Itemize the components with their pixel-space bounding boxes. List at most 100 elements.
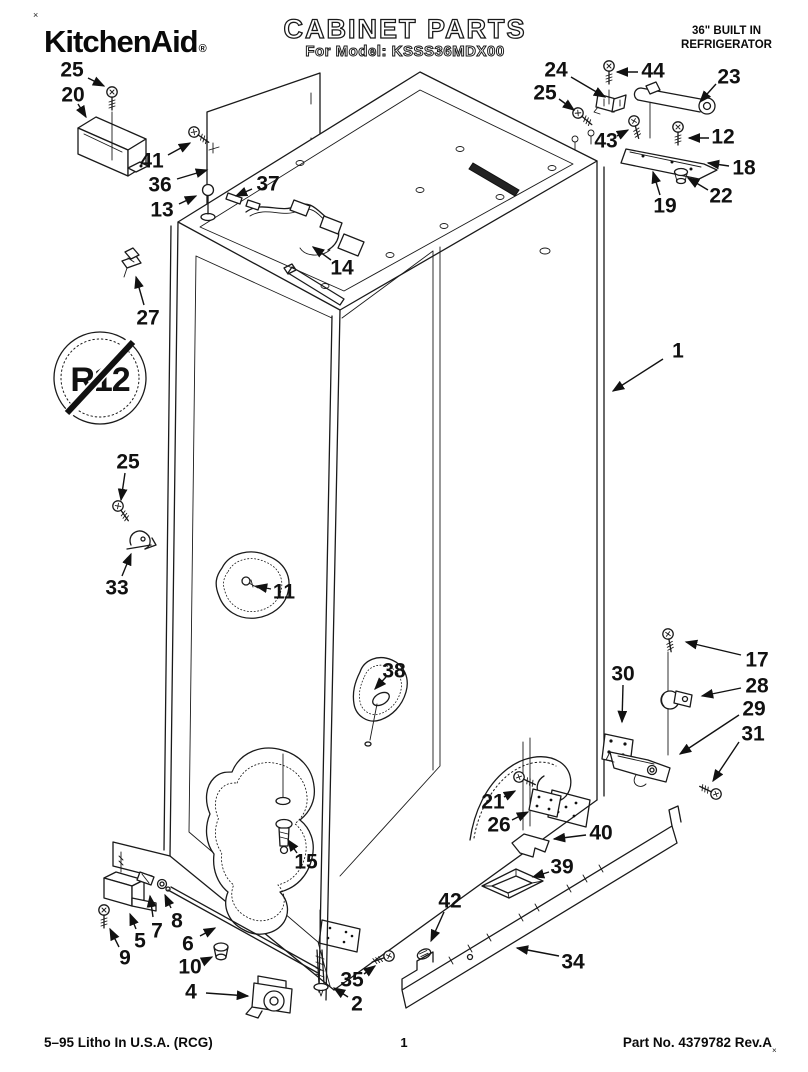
callout-arrow-18 [706,159,730,170]
part-screw-44 [603,60,615,105]
callout-arrow-7 [146,894,157,918]
callout-label-9: 9 [119,947,131,970]
deck-hinge-pins [571,129,595,151]
callout-label-40: 40 [589,822,612,845]
callout-arrow-35 [363,965,377,977]
callout-arrow-38 [374,676,387,691]
callout-label-44: 44 [641,60,665,83]
part-bracket-29 [605,751,671,787]
callout-arrow-19 [651,170,661,196]
callout-arrow-25 [117,472,128,502]
callout-arrow-39 [531,868,550,879]
brand-logo: KitchenAid® [44,24,207,60]
part-grommet-38 [372,691,390,707]
part-wire-harness-14 [225,192,365,257]
brand-text: KitchenAid [44,24,199,59]
callout-arrow-42 [430,911,445,943]
callout-arrow-29 [678,714,740,755]
callout-label-21: 21 [481,791,505,814]
callout-arrow-23 [699,83,717,104]
part-screw-9 [98,904,110,929]
callout-label-8: 8 [171,910,183,933]
callout-arrow-2 [332,987,349,999]
insulation-patch-11 [215,551,290,619]
callout-label-20: 20 [61,84,84,107]
part-pad-39 [481,868,544,899]
callout-arrow-14 [311,246,332,261]
part-grommet-42 [416,948,432,960]
callout-label-7: 7 [151,920,163,943]
callout-label-25: 25 [116,451,140,474]
part-roller-28 [660,690,693,710]
callout-arrow-37 [234,187,253,197]
callout-arrow-30 [617,684,628,724]
callout-arrow-26 [511,811,530,822]
callout-arrow-41 [167,142,192,156]
callout-arrow-24 [570,76,607,98]
callout-label-18: 18 [732,157,756,180]
callout-arrow-43 [615,129,630,140]
print-registration-mark: × [772,1046,777,1055]
callout-label-1: 1 [672,340,684,363]
callout-label-25: 25 [533,82,557,105]
footer-part-number: Part No. 4379782 Rev.A [622,1035,772,1050]
callout-label-43: 43 [594,130,617,153]
callout-arrow-6 [199,927,217,938]
part-rod-6 [165,886,322,974]
callout-arrow-1 [611,358,664,392]
callout-arrow-5 [129,912,139,930]
callout-label-23: 23 [717,66,740,89]
part-plate-18-19 [620,148,718,180]
callout-arrow-11 [254,583,272,594]
callout-label-38: 38 [382,660,406,683]
model-subtitle: For Model: KSSS36MDX00 [305,43,505,61]
part-plug-10 [213,942,229,961]
callout-label-28: 28 [745,675,769,698]
title-block: CABINET PARTS For Model: KSSS36MDX00 [243,13,567,61]
part-spacer-7 [136,871,155,886]
callout-arrow-33 [121,552,132,577]
callout-arrow-10 [199,956,214,967]
callout-label-34: 34 [561,951,585,974]
callout-label-29: 29 [742,698,765,721]
part-roller-4 [245,975,293,1019]
callout-arrow-27 [134,275,145,306]
callout-label-12: 12 [711,126,734,149]
part-screw-25b [570,105,596,130]
part-screw-31 [696,781,724,802]
part-screw-35 [369,948,397,968]
part-bracket-24 [593,93,627,115]
callout-label-14: 14 [330,257,354,280]
callout-label-24: 24 [544,59,568,82]
callout-arrow-22 [686,177,709,191]
rail-hatch-marks [448,864,604,965]
callout-label-37: 37 [256,173,279,196]
callout-label-31: 31 [741,723,765,746]
callout-arrow-25 [558,98,576,111]
part-clip-37b [245,199,261,211]
callout-arrow-4 [205,990,250,1001]
product-line2: REFRIGERATOR [681,39,772,52]
product-line1: 36" BUILT IN [691,25,762,37]
callout-arrow-40 [552,832,587,843]
callout-label-41: 41 [140,150,164,173]
deck-screw-holes [295,146,557,289]
callout-arrow-28 [700,687,742,699]
part-screw-12 [672,121,684,146]
callout-label-5: 5 [134,930,146,953]
callout-label-11: 11 [273,581,296,604]
callout-arrow-20 [75,103,87,119]
part-grommet-22 [673,167,689,185]
callout-arrow-9 [109,927,120,948]
callout-arrow-36 [176,168,209,180]
part-bolt-2 [313,909,329,997]
callout-arrow-15 [287,838,299,854]
part-clip-40 [511,833,550,858]
callout-label-36: 36 [148,174,171,197]
callout-label-26: 26 [487,814,510,837]
print-registration-mark: × [33,10,39,20]
part-rail-34 [401,805,682,1009]
callout-arrow-8 [164,893,175,909]
